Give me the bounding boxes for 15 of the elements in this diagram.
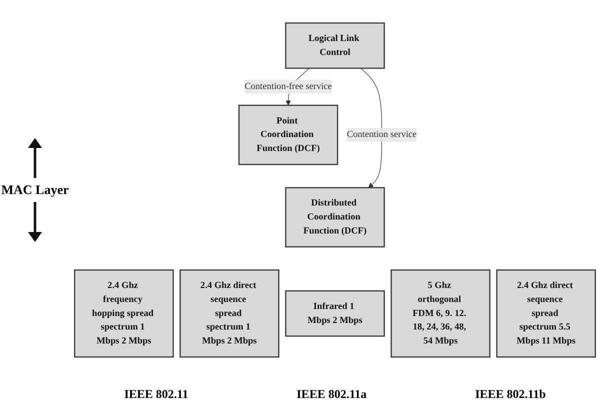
node-box: Distributed Coordination Function (DCF) [285,187,385,248]
edge-label: Contention service [346,130,417,140]
standard-label: IEEE 802.11b [475,386,546,402]
node-box: 2.4 Ghz direct sequence spread spectrum 5.5 Mbps 11 Mbps [496,269,596,358]
node-box: Point Coordination Function (DCF) [238,104,338,166]
node-box: Infrared 1 Mbps 2 Mbps [285,290,385,337]
node-box: 2.4 Ghz frequency hopping spread spectrum 1 Mbps 2 Mbps [74,269,174,358]
standard-label: IEEE 802.11a [296,386,367,402]
node-box: Logical Link Control [285,22,385,69]
standard-label: IEEE 802.11 [124,386,188,402]
node-box: 2.4 Ghz direct sequence spread spectrum 1 Mbps 2 Mbps [180,269,280,358]
edge-label: Contention-free service [244,82,332,92]
node-box: 5 Ghz orthogonal FDM 6, 9. 12. 18, 24, 36, 48, 54 Mbps [390,269,490,358]
layer-label: MAC Layer [1,182,69,198]
arrow [360,68,382,188]
